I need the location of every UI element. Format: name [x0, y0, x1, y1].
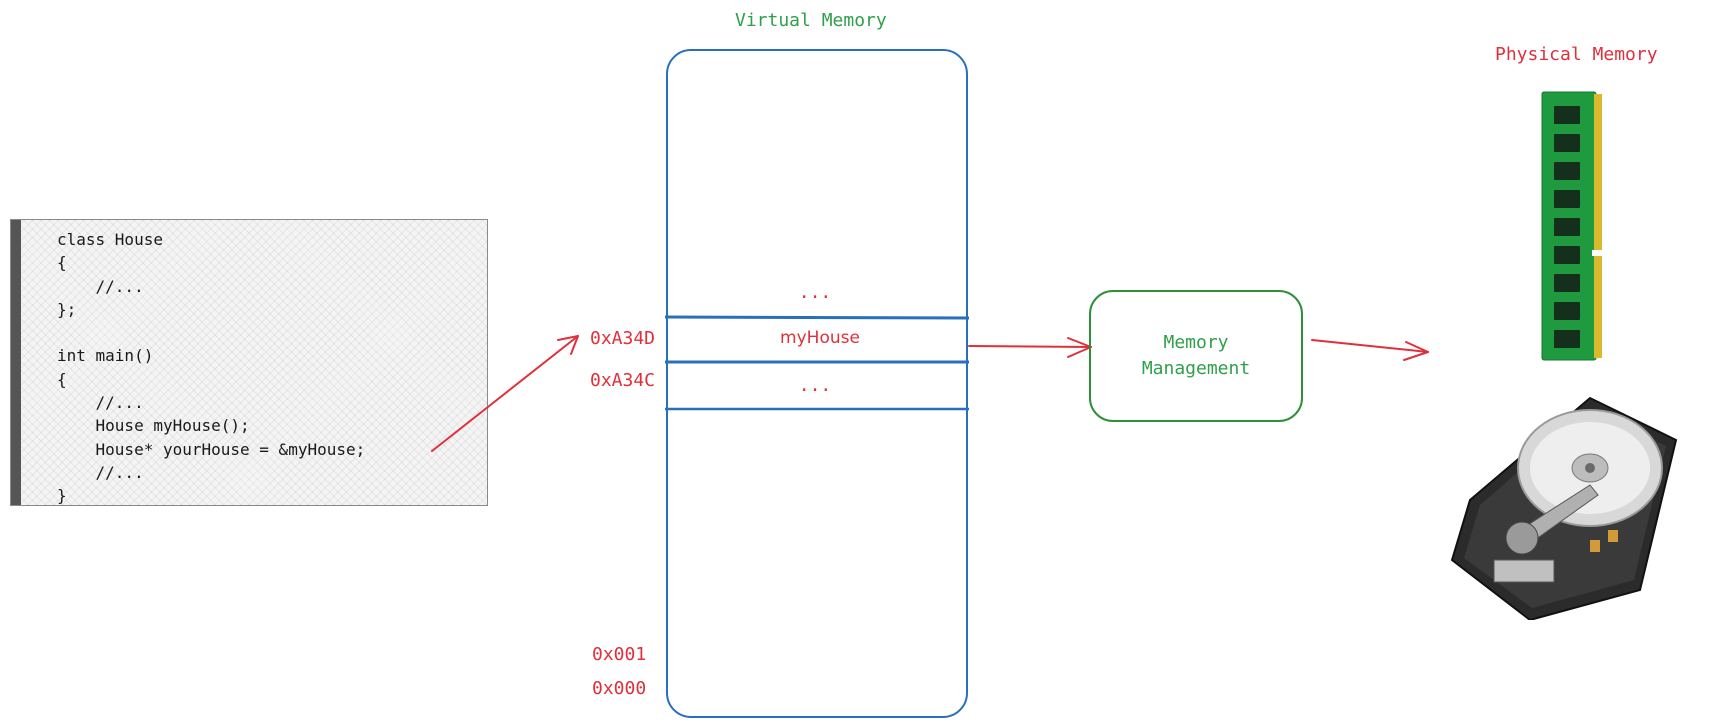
code-line: int main() — [57, 346, 154, 366]
address-0x001: 0x001 — [592, 644, 647, 665]
code-line: House* yourHouse = &myHouse; — [57, 439, 366, 459]
physical-memory-title: Physical Memory — [1495, 44, 1658, 65]
code-line: } — [57, 486, 67, 506]
arrow-to-physical-memory — [1311, 339, 1429, 361]
code-line: //... — [57, 462, 144, 482]
ram-module-icon — [1541, 91, 1604, 361]
code-line: //... — [57, 393, 144, 413]
memory-management-label-line1: Memory — [1163, 332, 1229, 353]
address-0xA34D: 0xA34D — [590, 328, 656, 349]
code-line: class House — [57, 230, 163, 249]
code-line: { — [57, 253, 67, 273]
cell-divider — [664, 315, 970, 320]
virtual-memory-title: Virtual Memory — [735, 10, 887, 31]
code-lines: class House { //... }; int main() { //..… — [57, 228, 365, 508]
cell-ellipsis-upper: ... — [798, 282, 832, 303]
cell-my-house: myHouse — [780, 328, 860, 348]
code-panel: class House { //... }; int main() { //..… — [10, 219, 488, 506]
code-line: { — [57, 369, 67, 389]
memory-management-label-line2: Management — [1141, 358, 1251, 379]
code-line: }; — [57, 299, 77, 319]
arrow-code-to-address — [431, 335, 579, 452]
address-0xA34C: 0xA34C — [590, 370, 656, 391]
hard-disk-drive-icon — [1450, 396, 1678, 620]
address-0x000: 0x000 — [592, 678, 647, 699]
code-line: House myHouse(); — [57, 416, 250, 436]
cell-ellipsis-lower: ... — [798, 375, 832, 396]
arrow-to-memory-management — [968, 337, 1092, 358]
code-line: //... — [57, 276, 144, 296]
memory-management-box: Memory Management — [1089, 290, 1303, 422]
code-panel-bar — [11, 220, 21, 505]
virtual-memory-box — [666, 49, 968, 718]
